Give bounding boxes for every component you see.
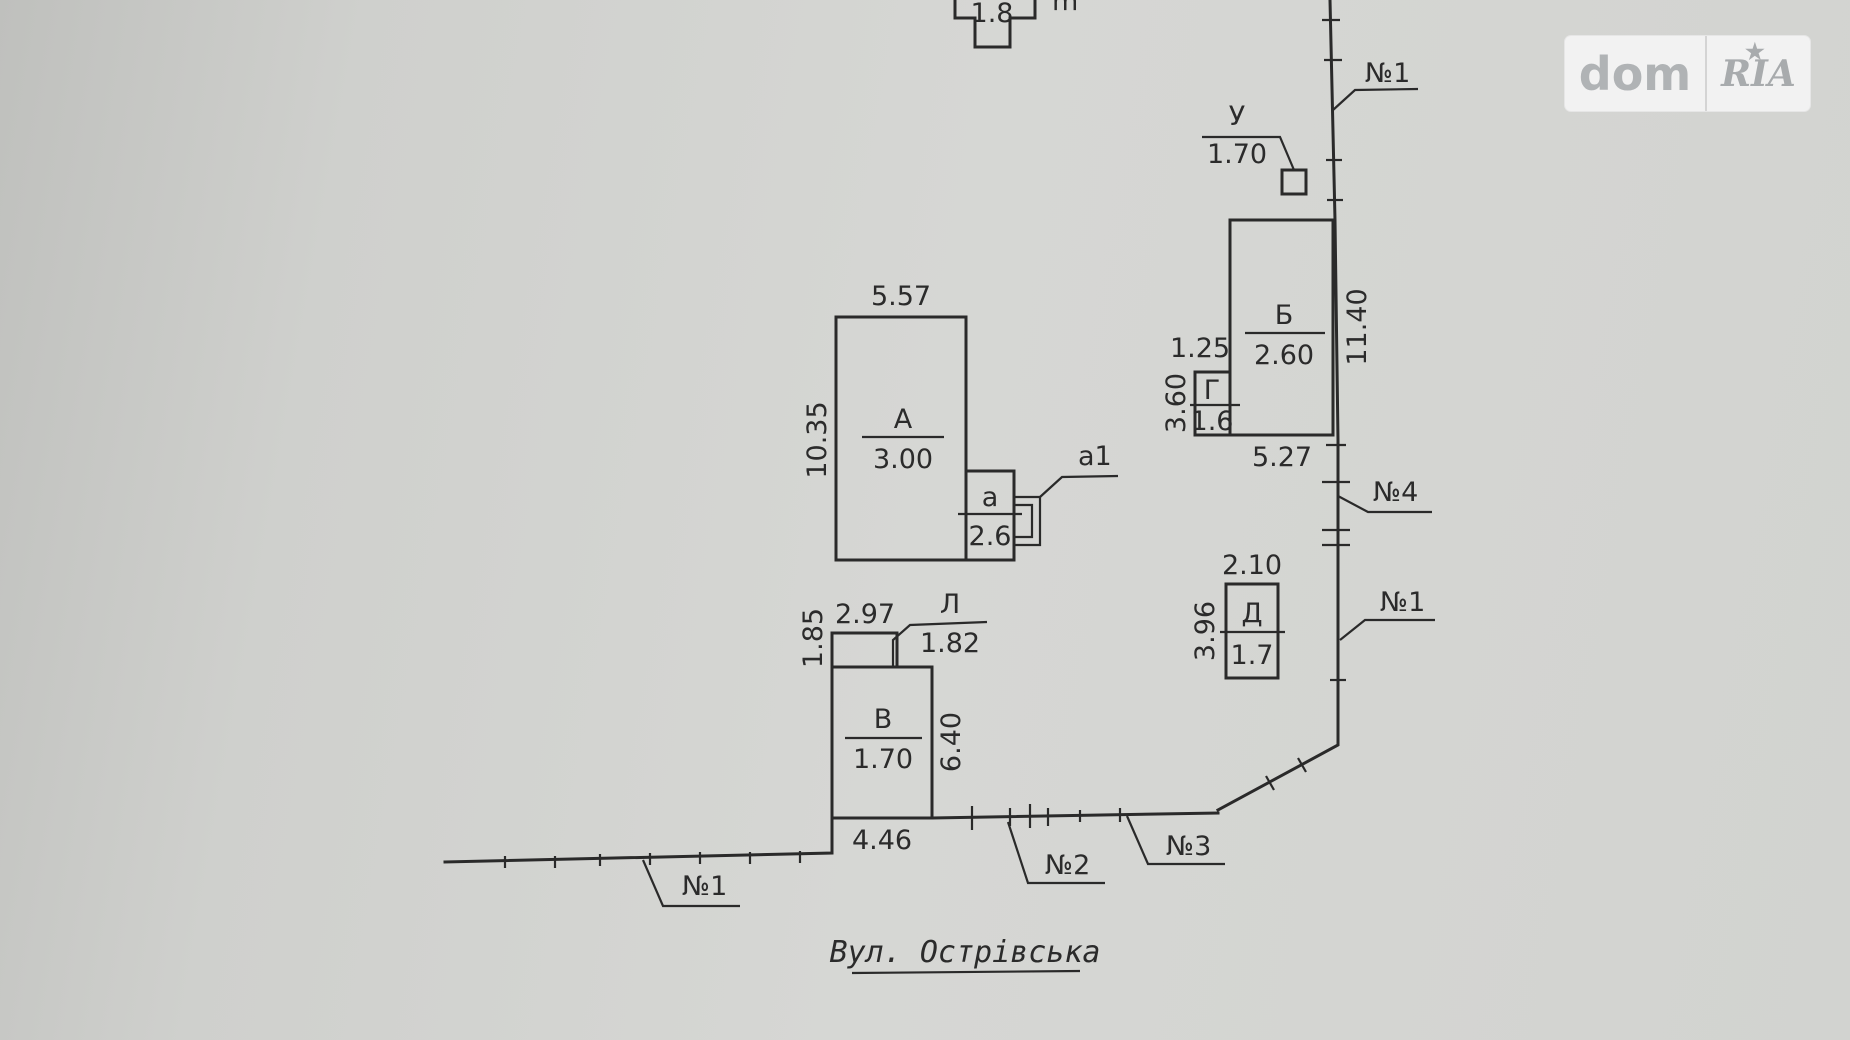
building-v-height: 1.70: [853, 744, 913, 775]
building-v-width: 4.46: [852, 825, 912, 856]
watermark-ria-logo: ★ RIA: [1707, 39, 1810, 95]
top-suffix-label: m: [1052, 0, 1078, 17]
building-v: В 1.70 4.46 6.40: [830, 665, 967, 856]
building-g-width: 1.25: [1170, 333, 1230, 364]
fence-n3: №3: [1125, 815, 1225, 866]
annex-a-height: 2.6: [969, 521, 1012, 552]
fence-n1-top: №1: [1332, 58, 1419, 111]
fence-n1-right-label: №1: [1380, 587, 1425, 618]
building-v-length: 6.40: [936, 712, 967, 772]
building-g-label: Г: [1204, 375, 1220, 406]
building-d-label: Д: [1241, 598, 1262, 629]
building-a-length: 10.35: [802, 401, 833, 478]
right-boundary: [1215, 0, 1350, 813]
building-b: Б 2.60 5.27 11.40: [1228, 218, 1373, 473]
building-d: Д 1.7 2.10 3.96: [1190, 550, 1285, 680]
building-b-height: 2.60: [1254, 340, 1314, 371]
building-a-annex: а 2.6 а1: [958, 441, 1119, 562]
top-height-label: 1.8: [971, 0, 1014, 29]
fence-n4-label: №4: [1373, 477, 1418, 508]
star-icon: ★: [1745, 38, 1765, 65]
building-d-length: 3.96: [1190, 601, 1221, 661]
fence-n1-bottom: №1: [641, 859, 740, 908]
annex-a-label: а: [982, 482, 999, 513]
structure-u-label: У: [1229, 101, 1245, 132]
watermark-divider: [1705, 36, 1707, 111]
annex-a1-label: а1: [1078, 441, 1112, 472]
building-l-length: 1.85: [798, 608, 829, 668]
fence-n1-right: №1: [1339, 587, 1435, 641]
building-d-width: 2.10: [1222, 550, 1282, 581]
street-label: Вул. Острівська: [830, 935, 1101, 970]
building-b-length: 11.40: [1342, 288, 1373, 365]
building-l-label: Л: [940, 589, 960, 620]
fence-n1-top-label: №1: [1365, 58, 1410, 89]
watermark-ria-text: RIA: [1721, 52, 1796, 95]
building-a-height: 3.00: [873, 444, 933, 475]
building-b-label: Б: [1275, 300, 1294, 331]
building-v-label: В: [874, 704, 893, 735]
building-b-width: 5.27: [1252, 442, 1312, 473]
building-l-height: 1.82: [920, 628, 980, 659]
building-a: А 3.00 5.57 10.35: [802, 281, 968, 562]
building-g-height: 1.6: [1191, 406, 1234, 437]
building-l-width: 2.97: [835, 599, 895, 630]
fence-n2: №2: [1006, 821, 1105, 885]
building-g: Г 1.6 1.25 3.60: [1161, 333, 1240, 437]
fence-n4: №4: [1337, 477, 1432, 514]
structure-u-height: 1.70: [1207, 139, 1267, 170]
building-a-width: 5.57: [871, 281, 931, 312]
top-partial-building: 1.8 m: [953, 0, 1078, 49]
building-a-label: А: [894, 404, 913, 435]
fence-n1-bottom-label: №1: [682, 871, 727, 902]
building-d-height: 1.7: [1231, 640, 1274, 671]
dom-ria-watermark: dom ★ RIA: [1565, 36, 1810, 111]
fence-n2-label: №2: [1045, 850, 1090, 881]
building-l: 2.97 Л 1.82 1.85: [798, 589, 988, 669]
street-name: Вул. Острівська: [830, 935, 1101, 975]
fence-n3-label: №3: [1166, 831, 1211, 862]
watermark-dom-text: dom: [1578, 46, 1692, 101]
building-g-length: 3.60: [1161, 373, 1192, 433]
structure-u: У 1.70: [1202, 101, 1308, 196]
